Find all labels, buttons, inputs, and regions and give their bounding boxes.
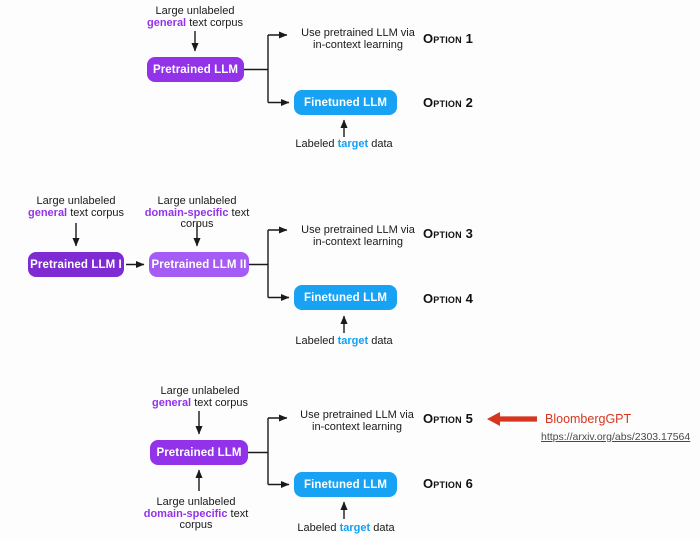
pretrained-llm-box: Pretrained LLM: [147, 57, 244, 82]
option-2-label: Option 2: [423, 95, 474, 110]
section1-connectors: [191, 31, 348, 137]
icl-line2: in-context learning: [313, 235, 403, 248]
labeled-pre: Labeled: [295, 138, 335, 150]
icl-line1: Use pretrained LLM via: [301, 27, 415, 39]
finetuned-llm-box-label: Finetuned LLM: [303, 291, 388, 304]
pretrained-llm-2-box-label: Pretrained LLM II: [151, 258, 247, 271]
corpus-line1: Large unlabeled: [155, 5, 235, 17]
labeled-keyword: target: [337, 138, 369, 150]
corpus-keyword: domain-specific: [143, 507, 228, 520]
arxiv-link[interactable]: https://arxiv.org/abs/2303.17564: [541, 431, 691, 443]
corpus-line1: Large unlabeled: [156, 496, 236, 508]
corpus-keyword: general: [151, 396, 192, 409]
labeled-target-data-label: Labeled target data: [284, 138, 404, 151]
pretrained-llm-2-box: Pretrained LLM II: [149, 252, 249, 277]
section3-connectors: [195, 411, 348, 519]
option-5-label: Option 5: [423, 411, 474, 426]
general-corpus-label: Large unlabeled general text corpus: [140, 385, 260, 409]
labeled-post: data: [373, 522, 395, 534]
corpus-rest: text corpus: [194, 396, 248, 409]
general-corpus-label: Large unlabeled general text corpus: [135, 5, 255, 29]
bloomberggpt-arrow: [487, 412, 537, 426]
section2-connectors: [72, 223, 348, 333]
corpus-line1: Large unlabeled: [160, 385, 240, 397]
labeled-pre: Labeled: [297, 522, 337, 534]
in-context-learning-label: Use pretrained LLM via in-context learni…: [296, 27, 420, 51]
corpus-line1: Large unlabeled: [157, 195, 237, 207]
option-6-label: Option 6: [423, 476, 474, 491]
domain-specific-corpus-label: Large unlabeled domain-specific text cor…: [126, 496, 266, 532]
in-context-learning-label: Use pretrained LLM via in-context learni…: [295, 409, 419, 433]
corpus-keyword: domain-specific: [144, 206, 229, 219]
option-1-label: Option 1: [423, 31, 474, 46]
pretrained-llm-1-box-label: Pretrained LLM I: [30, 258, 122, 271]
option-3-label: Option 3: [423, 226, 474, 241]
labeled-pre: Labeled: [295, 335, 335, 347]
pretrained-llm-box-label: Pretrained LLM: [152, 63, 239, 76]
finetuned-llm-box: Finetuned LLM: [294, 285, 397, 310]
bloomberggpt-annotation: BloombergGPT: [545, 412, 632, 426]
corpus-keyword: general: [27, 206, 68, 219]
finetuned-llm-box-label: Finetuned LLM: [303, 478, 388, 491]
labeled-post: data: [371, 138, 393, 150]
corpus-rest: text corpus: [180, 206, 250, 230]
icl-line2: in-context learning: [312, 420, 402, 433]
corpus-rest: text corpus: [179, 507, 249, 531]
labeled-keyword: target: [337, 335, 369, 347]
corpus-keyword: general: [146, 16, 187, 29]
corpus-rest: text corpus: [70, 206, 124, 219]
icl-line2: in-context learning: [313, 38, 403, 51]
corpus-rest: text corpus: [189, 16, 243, 29]
labeled-keyword: target: [339, 522, 371, 534]
labeled-target-data-label: Labeled target data: [286, 522, 406, 535]
finetuned-llm-box: Finetuned LLM: [294, 472, 397, 497]
pretrained-llm-box: Pretrained LLM: [150, 440, 248, 465]
icl-line1: Use pretrained LLM via: [301, 224, 415, 236]
pretrained-llm-box-label: Pretrained LLM: [156, 446, 242, 459]
pretrained-llm-1-box: Pretrained LLM I: [28, 252, 124, 277]
option-4-label: Option 4: [423, 291, 474, 306]
corpus-line1: Large unlabeled: [36, 195, 116, 207]
finetuned-llm-box: Finetuned LLM: [294, 90, 397, 115]
finetuned-llm-box-label: Finetuned LLM: [303, 96, 388, 109]
general-corpus-label: Large unlabeled general text corpus: [16, 195, 136, 219]
in-context-learning-label: Use pretrained LLM via in-context learni…: [296, 224, 420, 248]
icl-line1: Use pretrained LLM via: [300, 409, 414, 421]
labeled-target-data-label: Labeled target data: [284, 335, 404, 348]
labeled-post: data: [371, 335, 393, 347]
domain-specific-corpus-label: Large unlabeled domain-specific text cor…: [127, 195, 267, 231]
